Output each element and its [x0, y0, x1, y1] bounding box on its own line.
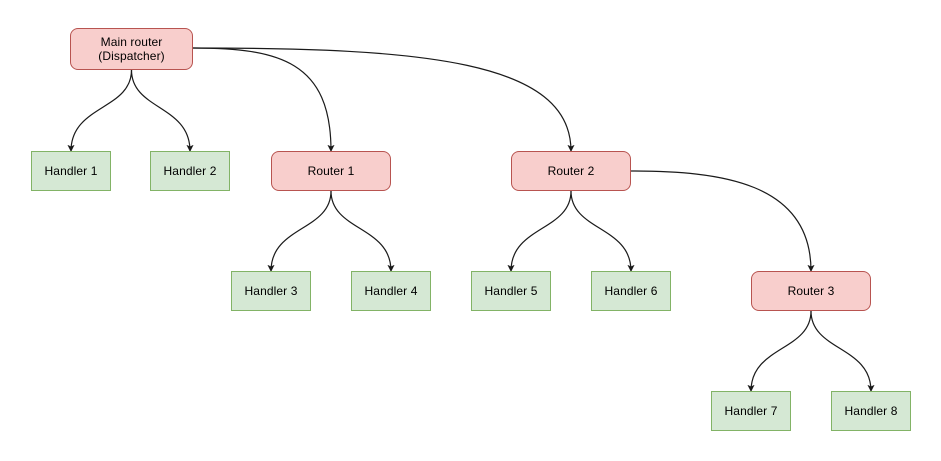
- node-handler-3[interactable]: Handler 3: [231, 271, 311, 311]
- node-label-handler-2: Handler 2: [163, 164, 217, 178]
- node-label-handler-5: Handler 5: [484, 284, 538, 298]
- edge-main-router-to-handler-2: [130, 69, 194, 152]
- edge-main-router-to-router-1: [192, 47, 335, 152]
- edge-router-2-to-handler-6: [570, 190, 635, 272]
- edge-router-2-to-router-3: [630, 170, 815, 272]
- node-handler-7[interactable]: Handler 7: [711, 391, 791, 431]
- node-label-main-router: Main router (Dispatcher): [98, 35, 165, 63]
- node-handler-8[interactable]: Handler 8: [831, 391, 911, 431]
- node-label-router-3: Router 3: [787, 284, 835, 298]
- node-handler-1[interactable]: Handler 1: [31, 151, 111, 191]
- edge-main-router-to-router-2: [192, 47, 575, 152]
- node-handler-5[interactable]: Handler 5: [471, 271, 551, 311]
- node-label-handler-1: Handler 1: [44, 164, 98, 178]
- node-label-handler-8: Handler 8: [844, 404, 898, 418]
- node-router-1[interactable]: Router 1: [271, 151, 391, 191]
- node-router-2[interactable]: Router 2: [511, 151, 631, 191]
- node-label-handler-4: Handler 4: [364, 284, 418, 298]
- node-handler-4[interactable]: Handler 4: [351, 271, 431, 311]
- node-label-handler-3: Handler 3: [244, 284, 298, 298]
- edge-main-router-to-handler-1: [67, 69, 133, 152]
- edge-router-1-to-handler-3: [267, 190, 332, 272]
- node-main-router[interactable]: Main router (Dispatcher): [70, 28, 193, 70]
- node-router-3[interactable]: Router 3: [751, 271, 871, 311]
- node-label-handler-6: Handler 6: [604, 284, 658, 298]
- node-handler-6[interactable]: Handler 6: [591, 271, 671, 311]
- node-label-router-1: Router 1: [307, 164, 355, 178]
- edge-router-3-to-handler-7: [747, 310, 812, 392]
- edge-router-1-to-handler-4: [330, 190, 395, 272]
- node-label-router-2: Router 2: [547, 164, 595, 178]
- edge-router-3-to-handler-8: [810, 310, 875, 392]
- node-handler-2[interactable]: Handler 2: [150, 151, 230, 191]
- edges-group: [67, 47, 875, 392]
- node-label-handler-7: Handler 7: [724, 404, 778, 418]
- edge-router-2-to-handler-5: [507, 190, 572, 272]
